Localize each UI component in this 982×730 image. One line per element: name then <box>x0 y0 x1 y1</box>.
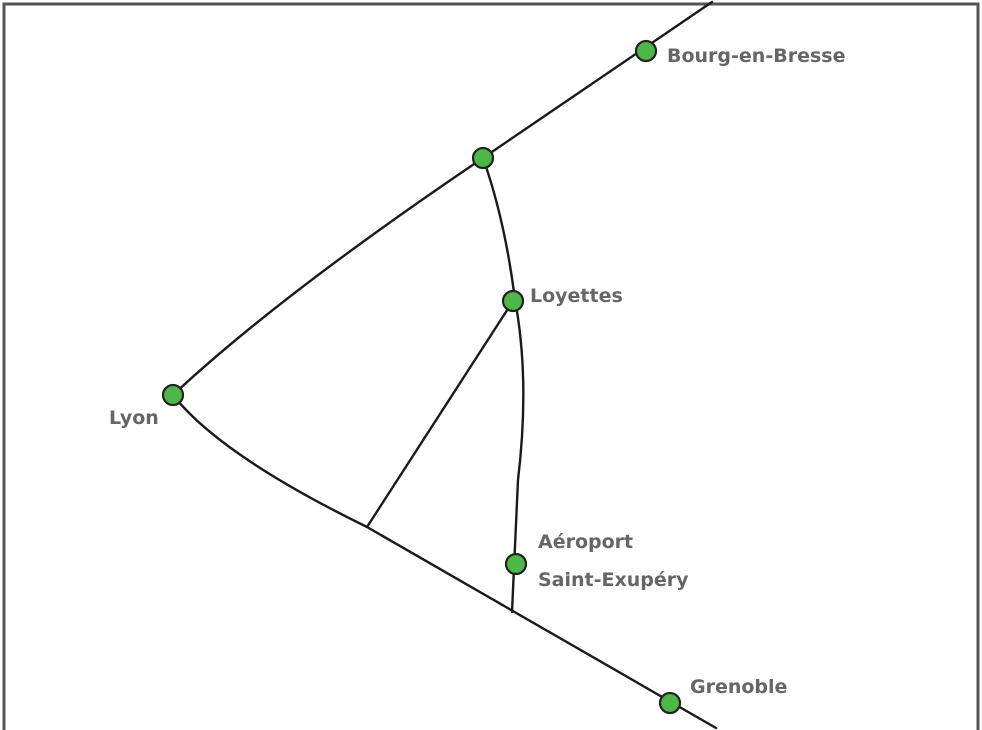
line-lyon-grenoble <box>171 393 718 730</box>
label-loyettes: Loyettes <box>530 285 623 307</box>
station-junction-marker[interactable] <box>471 146 495 170</box>
label-aeroport-line2: Saint-Exupéry <box>538 569 689 591</box>
line-junction-airport <box>481 156 525 614</box>
stations <box>161 39 682 715</box>
station-labels: Bourg-en-Bresse Loyettes Lyon Aéroport S… <box>109 45 845 698</box>
label-lyon: Lyon <box>109 407 159 429</box>
line-bourg-lyon <box>171 0 714 397</box>
label-grenoble: Grenoble <box>690 676 787 698</box>
station-aeroport-marker[interactable] <box>504 552 528 576</box>
line-loyettes-spur <box>365 299 515 529</box>
station-loyettes-marker[interactable] <box>501 289 525 313</box>
rail-lines <box>171 0 718 730</box>
label-aeroport-line1: Aéroport <box>538 531 633 553</box>
station-bourg-en-bresse-marker[interactable] <box>634 39 658 63</box>
station-lyon-marker[interactable] <box>161 383 185 407</box>
label-bourg-en-bresse: Bourg-en-Bresse <box>667 45 845 67</box>
station-grenoble-marker[interactable] <box>658 691 682 715</box>
